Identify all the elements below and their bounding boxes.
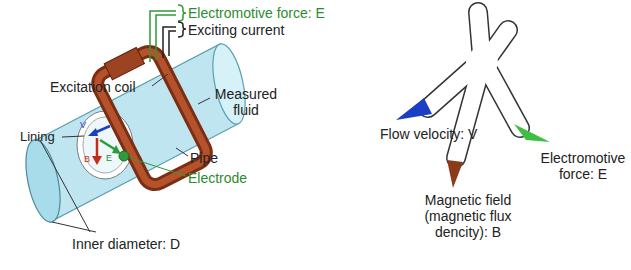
field-cone <box>447 160 463 188</box>
part-label: Excitation coil <box>50 79 136 95</box>
emf-arrow <box>100 140 116 150</box>
hand-figure <box>396 12 550 188</box>
emf-wire <box>150 11 176 62</box>
emf-head <box>112 145 121 154</box>
part-label: Electromotive force: E <box>188 5 325 21</box>
velocity-cone <box>396 98 432 120</box>
part-label: Magnetic field (magnetic flux dencity): … <box>402 192 534 240</box>
part-label: B <box>84 154 90 164</box>
leader-line <box>40 140 90 232</box>
pipe-opening <box>20 137 67 225</box>
excitation-coil <box>90 40 211 188</box>
part-label: Pipe <box>190 150 218 166</box>
part-label: Flow velocity: V <box>380 126 477 142</box>
field-head <box>92 156 102 165</box>
current-wire <box>163 27 176 58</box>
part-label: V <box>80 120 86 130</box>
pipe-body <box>36 44 238 222</box>
field-arrow <box>96 138 99 158</box>
electrode <box>119 151 129 161</box>
emf-bracket <box>178 5 186 21</box>
leader-line <box>62 136 84 137</box>
leader-line <box>52 222 96 232</box>
part-label: E <box>106 153 112 163</box>
current-bracket <box>178 22 186 37</box>
part-label: Lining <box>20 129 55 144</box>
velocity-head <box>88 128 98 136</box>
part-label: Exciting current <box>188 22 284 38</box>
leader-line <box>176 148 188 156</box>
part-label: Electrode <box>188 170 247 186</box>
part-label: Inner diameter: D <box>72 236 180 252</box>
part-label: Measured fluid <box>212 86 280 118</box>
current-wire <box>169 31 176 56</box>
leader-line <box>130 158 186 176</box>
emf-cone <box>514 124 550 142</box>
part-label: Electromotive force: E <box>539 150 627 182</box>
leader-line <box>198 98 210 104</box>
emf-wire <box>156 15 176 60</box>
leader-line <box>152 74 168 86</box>
